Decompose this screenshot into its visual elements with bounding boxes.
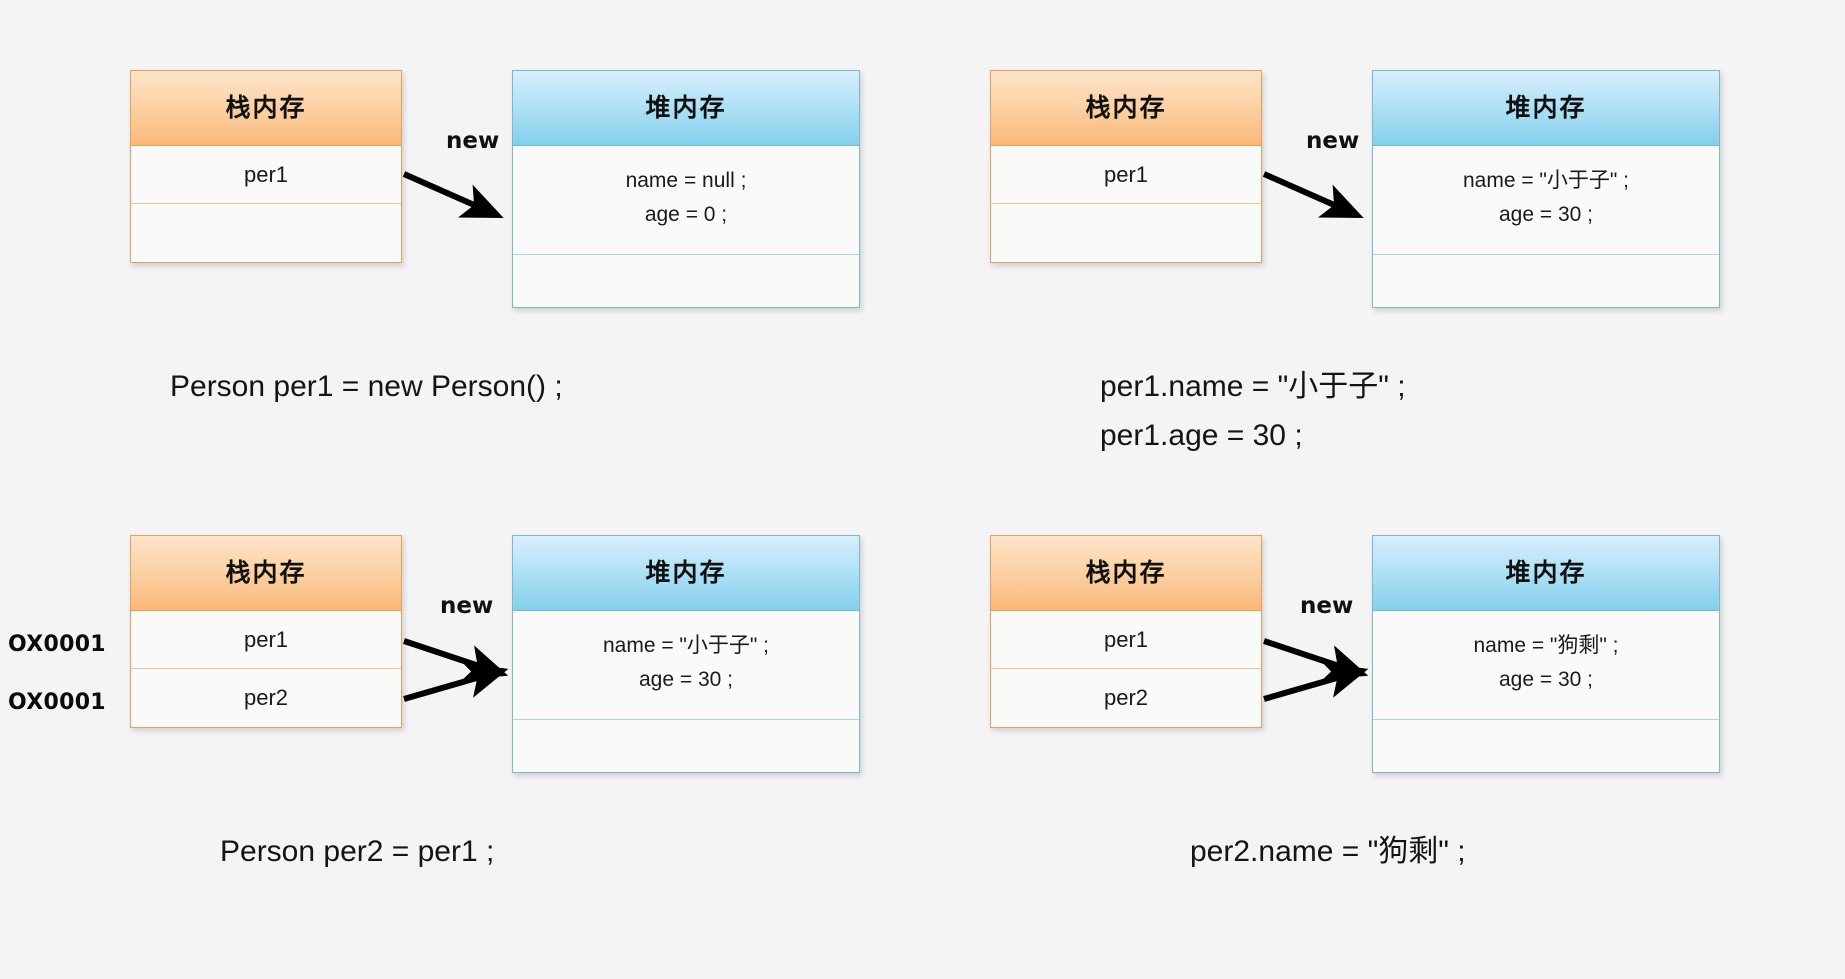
new-arrow-group: new bbox=[1262, 128, 1372, 232]
heap-field-age: age = 30 ; bbox=[1499, 203, 1593, 226]
stack-slot-per2: per2 bbox=[991, 669, 1261, 727]
new-arrow-group: new bbox=[402, 128, 512, 232]
heap-field-name: name = null ; bbox=[625, 169, 747, 192]
heap-field-list: name = "小于子" ; age = 30 ; bbox=[513, 611, 859, 720]
new-arrow-icon bbox=[1262, 171, 1364, 219]
heap-field-age: age = 0 ; bbox=[644, 203, 728, 226]
caption-line: per1.age = 30 ; bbox=[1100, 419, 1303, 452]
heap-title: 堆内存 bbox=[1373, 536, 1719, 611]
heap-tail-slot bbox=[513, 255, 859, 307]
stack-slot-per1: per1 bbox=[991, 611, 1261, 669]
stack-slot-per1: per1 bbox=[131, 146, 401, 204]
new-arrow-icon bbox=[403, 638, 509, 702]
address-label-per1: OX0001 bbox=[8, 632, 106, 657]
caption-line: per2.name = "狗剩" ; bbox=[1190, 835, 1466, 868]
heap-memory-box: 堆内存 name = "狗剩" ; age = 30 ; bbox=[1372, 535, 1720, 773]
stack-memory-box: 栈内存 per1 per2 bbox=[130, 535, 402, 728]
heap-memory-box: 堆内存 name = "小于子" ; age = 30 ; bbox=[1372, 70, 1720, 308]
stack-title: 栈内存 bbox=[991, 536, 1261, 611]
heap-memory-box: 堆内存 name = "小于子" ; age = 30 ; bbox=[512, 535, 860, 773]
heap-tail-slot bbox=[513, 720, 859, 772]
heap-title: 堆内存 bbox=[513, 536, 859, 611]
stack-title: 栈内存 bbox=[131, 71, 401, 146]
caption-line: Person per2 = per1 ; bbox=[220, 835, 495, 868]
stack-slot-empty bbox=[991, 204, 1261, 262]
heap-tail-slot bbox=[1373, 720, 1719, 772]
new-arrow-icon bbox=[1263, 638, 1369, 702]
new-arrow-label: new bbox=[440, 593, 494, 619]
new-arrow-group: new bbox=[1262, 593, 1377, 711]
heap-field-list: name = null ; age = 0 ; bbox=[513, 146, 859, 255]
new-arrow-label: new bbox=[446, 128, 500, 154]
heap-field-list: name = "小于子" ; age = 30 ; bbox=[1373, 146, 1719, 255]
heap-tail-slot bbox=[1373, 255, 1719, 307]
heap-field-name: name = "小于子" ; bbox=[1462, 169, 1630, 192]
caption-line: per1.name = "小于子" ; bbox=[1100, 370, 1406, 403]
heap-field-list: name = "狗剩" ; age = 30 ; bbox=[1373, 611, 1719, 720]
stack-slot-per1: per1 bbox=[991, 146, 1261, 204]
heap-field-name: name = "小于子" ; bbox=[602, 634, 770, 657]
panel-caption: Person per2 = per1 ; bbox=[220, 827, 494, 876]
new-arrow-label: new bbox=[1306, 128, 1360, 154]
stack-title: 栈内存 bbox=[991, 71, 1261, 146]
heap-memory-box: 堆内存 name = null ; age = 0 ; bbox=[512, 70, 860, 308]
stack-slot-per2: per2 bbox=[131, 669, 401, 727]
panel-caption: per2.name = "狗剩" ; bbox=[1190, 827, 1466, 876]
heap-field-name: name = "狗剩" ; bbox=[1473, 634, 1619, 657]
stack-memory-box: 栈内存 per1 per2 bbox=[990, 535, 1262, 728]
new-arrow-label: new bbox=[1300, 593, 1354, 619]
caption-line: Person per1 = new Person() ; bbox=[170, 370, 563, 403]
heap-field-age: age = 30 ; bbox=[639, 668, 733, 691]
address-label-per2: OX0001 bbox=[8, 690, 106, 715]
stack-title: 栈内存 bbox=[131, 536, 401, 611]
stack-memory-box: 栈内存 per1 bbox=[990, 70, 1262, 263]
stack-slot-empty bbox=[131, 204, 401, 262]
heap-title: 堆内存 bbox=[1373, 71, 1719, 146]
new-arrow-group: new bbox=[402, 593, 517, 711]
panel-caption: per1.name = "小于子" ; per1.age = 30 ; bbox=[1100, 362, 1406, 460]
stack-memory-box: 栈内存 per1 bbox=[130, 70, 402, 263]
new-arrow-icon bbox=[402, 171, 504, 219]
heap-title: 堆内存 bbox=[513, 71, 859, 146]
panel-caption: Person per1 = new Person() ; bbox=[170, 362, 563, 411]
heap-field-age: age = 30 ; bbox=[1499, 668, 1593, 691]
stack-slot-per1: per1 bbox=[131, 611, 401, 669]
